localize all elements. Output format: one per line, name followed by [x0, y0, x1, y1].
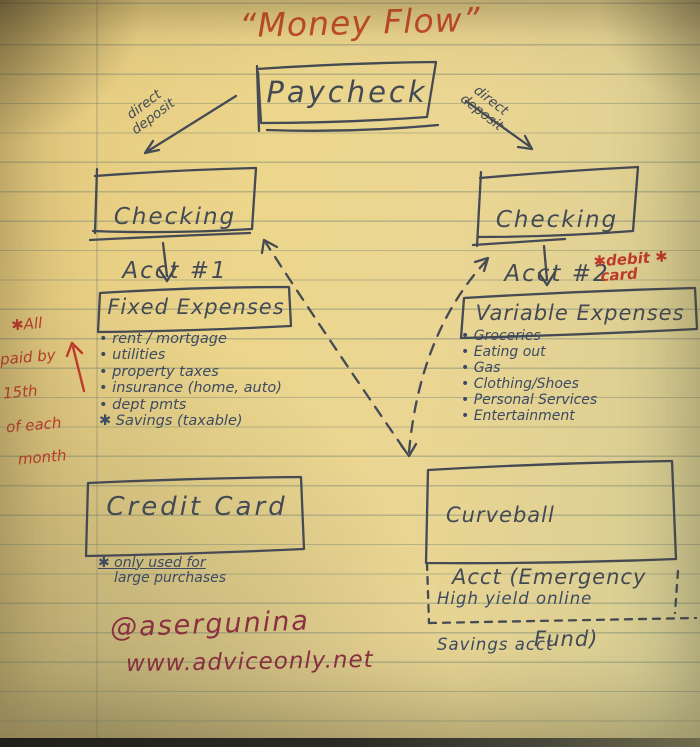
list-item: • Gas [461, 359, 501, 376]
list-item: ✱ Savings (taxable) [99, 413, 243, 430]
credit-card-note: ✱ only used for large purchases [98, 540, 226, 602]
list-item: • Eating out [461, 343, 546, 360]
list-item: • Clothing/Shoes [461, 375, 579, 392]
paycheck-label: Paycheck [266, 75, 428, 109]
paid-by-line5: month [17, 446, 68, 469]
list-item: • property taxes [99, 363, 219, 380]
credit-card-title: Credit Card [106, 492, 288, 522]
list-item: • utilities [99, 347, 166, 364]
checking-acct-1: Checking Acct #1 [96, 177, 254, 285]
website-url: www.adviceonly.net [125, 646, 374, 678]
checking1-line1: Checking [113, 204, 237, 230]
photo-bottom-edge [0, 738, 700, 747]
checking2-line1: Checking [495, 207, 619, 233]
credit-note-line2: large purchases [114, 570, 227, 586]
debit-card-annotation: ✱debit ✱ card [592, 234, 670, 299]
paid-by-line1: ✱All [10, 313, 44, 335]
list-item: • rent / mortgage [99, 331, 227, 347]
list-item: • insurance (home, auto) [99, 380, 282, 397]
list-item: • Groceries [461, 328, 541, 344]
savings-note-line2: Savings acct [437, 635, 554, 654]
checking1-line2: Acct #1 [122, 258, 228, 284]
savings-note-line1: High yield online [437, 589, 593, 608]
fixed-expenses-title: Fixed Expenses [107, 295, 285, 319]
debit-card-line2: card [599, 264, 639, 286]
paid-by-line4: of each [5, 413, 62, 436]
paper-margin-line [96, 0, 98, 747]
variable-expenses-list: • Groceries • Eating out • Gas • Clothin… [461, 328, 598, 424]
curveball-line1: Curveball [446, 503, 555, 527]
credit-note-line1: ✱ only used for [98, 554, 206, 571]
list-item: • Entertainment [461, 407, 575, 424]
fixed-expenses-list: • rent / mortgage • utilities • property… [99, 331, 282, 429]
curveball-savings-note: High yield online Savings acct [437, 564, 592, 656]
list-item: • dept pmts [99, 396, 187, 413]
list-item: • Personal Services [461, 391, 598, 408]
paid-by-line2: paid by [0, 346, 57, 369]
paid-by-line3: 15th [2, 381, 39, 403]
variable-expenses-title: Variable Expenses [475, 301, 685, 325]
